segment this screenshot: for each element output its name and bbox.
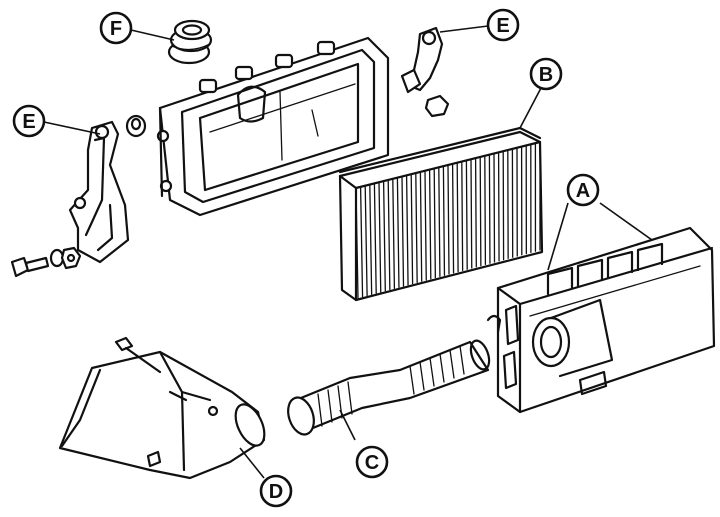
bracket-nut — [60, 246, 82, 270]
filter-pleat — [438, 166, 441, 278]
mounting-bracket-left — [68, 120, 130, 264]
filter-pleat — [488, 153, 491, 264]
filter-pleat — [405, 174, 409, 286]
filter-pleat — [410, 173, 414, 285]
filter-pleat — [355, 187, 359, 299]
filter-pleat — [424, 170, 427, 281]
filter-pleat — [456, 162, 459, 273]
hose-rib — [459, 345, 465, 375]
intake-hose — [287, 339, 491, 436]
svg-text:E: E — [22, 111, 35, 133]
svg-text:C: C — [365, 452, 379, 474]
callout-b: B — [529, 57, 563, 91]
filter-pleat — [369, 183, 373, 296]
filter-pleat — [396, 176, 400, 288]
callout-f: F — [99, 11, 133, 45]
hose-rib — [439, 353, 445, 383]
mounting-bracket-right — [400, 26, 450, 118]
callout-c: C — [355, 445, 389, 479]
filter-pleat — [359, 186, 364, 298]
air-cleaner-lower-box — [486, 226, 716, 414]
filter-pleat — [428, 168, 432, 280]
filter-pleat — [470, 158, 473, 269]
hose-rib — [419, 361, 425, 391]
filter-pleat — [451, 163, 455, 274]
hose-rib — [449, 349, 455, 379]
callout-e-left: E — [12, 104, 46, 138]
air-box-upper-housing — [156, 36, 390, 217]
svg-text:A: A — [576, 180, 590, 202]
filter-pleat — [378, 181, 382, 293]
bracket-bolt — [10, 256, 50, 278]
filter-pleat — [419, 171, 423, 282]
filter-pleat — [373, 182, 377, 294]
svg-text:E: E — [496, 15, 509, 37]
filter-pleat — [382, 180, 386, 292]
svg-text:B: B — [539, 64, 553, 86]
callout-d: D — [259, 474, 293, 508]
filter-pleat — [465, 159, 468, 270]
filter-pleat — [479, 156, 482, 267]
hose-rib — [347, 381, 353, 415]
filter-pleat — [442, 165, 446, 276]
filter-pleat — [401, 175, 405, 287]
svg-text:D: D — [269, 481, 283, 503]
grommet-part-f — [167, 19, 213, 65]
hose-rib — [317, 393, 323, 427]
filter-pleat — [433, 167, 437, 279]
callout-e-right: E — [486, 8, 520, 42]
grommet-nut — [125, 114, 147, 138]
leader-lines — [43, 25, 653, 479]
hose-rib — [327, 389, 333, 423]
duct-screw — [114, 336, 162, 374]
hose-rib — [429, 357, 435, 387]
filter-pleat — [364, 185, 368, 297]
svg-text:F: F — [110, 18, 122, 40]
filter-pleat — [474, 157, 477, 268]
filter-pleat — [447, 164, 450, 275]
filter-pleat — [415, 172, 418, 284]
callout-a: A — [566, 173, 600, 207]
filter-pleat — [493, 152, 496, 263]
filter-pleat — [461, 160, 464, 272]
hose-rib — [409, 365, 415, 395]
filter-pleat — [387, 179, 391, 291]
filter-pleat — [484, 155, 487, 266]
air-filter-element — [338, 126, 544, 302]
inlet-duct-resonator — [58, 350, 266, 480]
filter-pleat — [392, 178, 396, 290]
